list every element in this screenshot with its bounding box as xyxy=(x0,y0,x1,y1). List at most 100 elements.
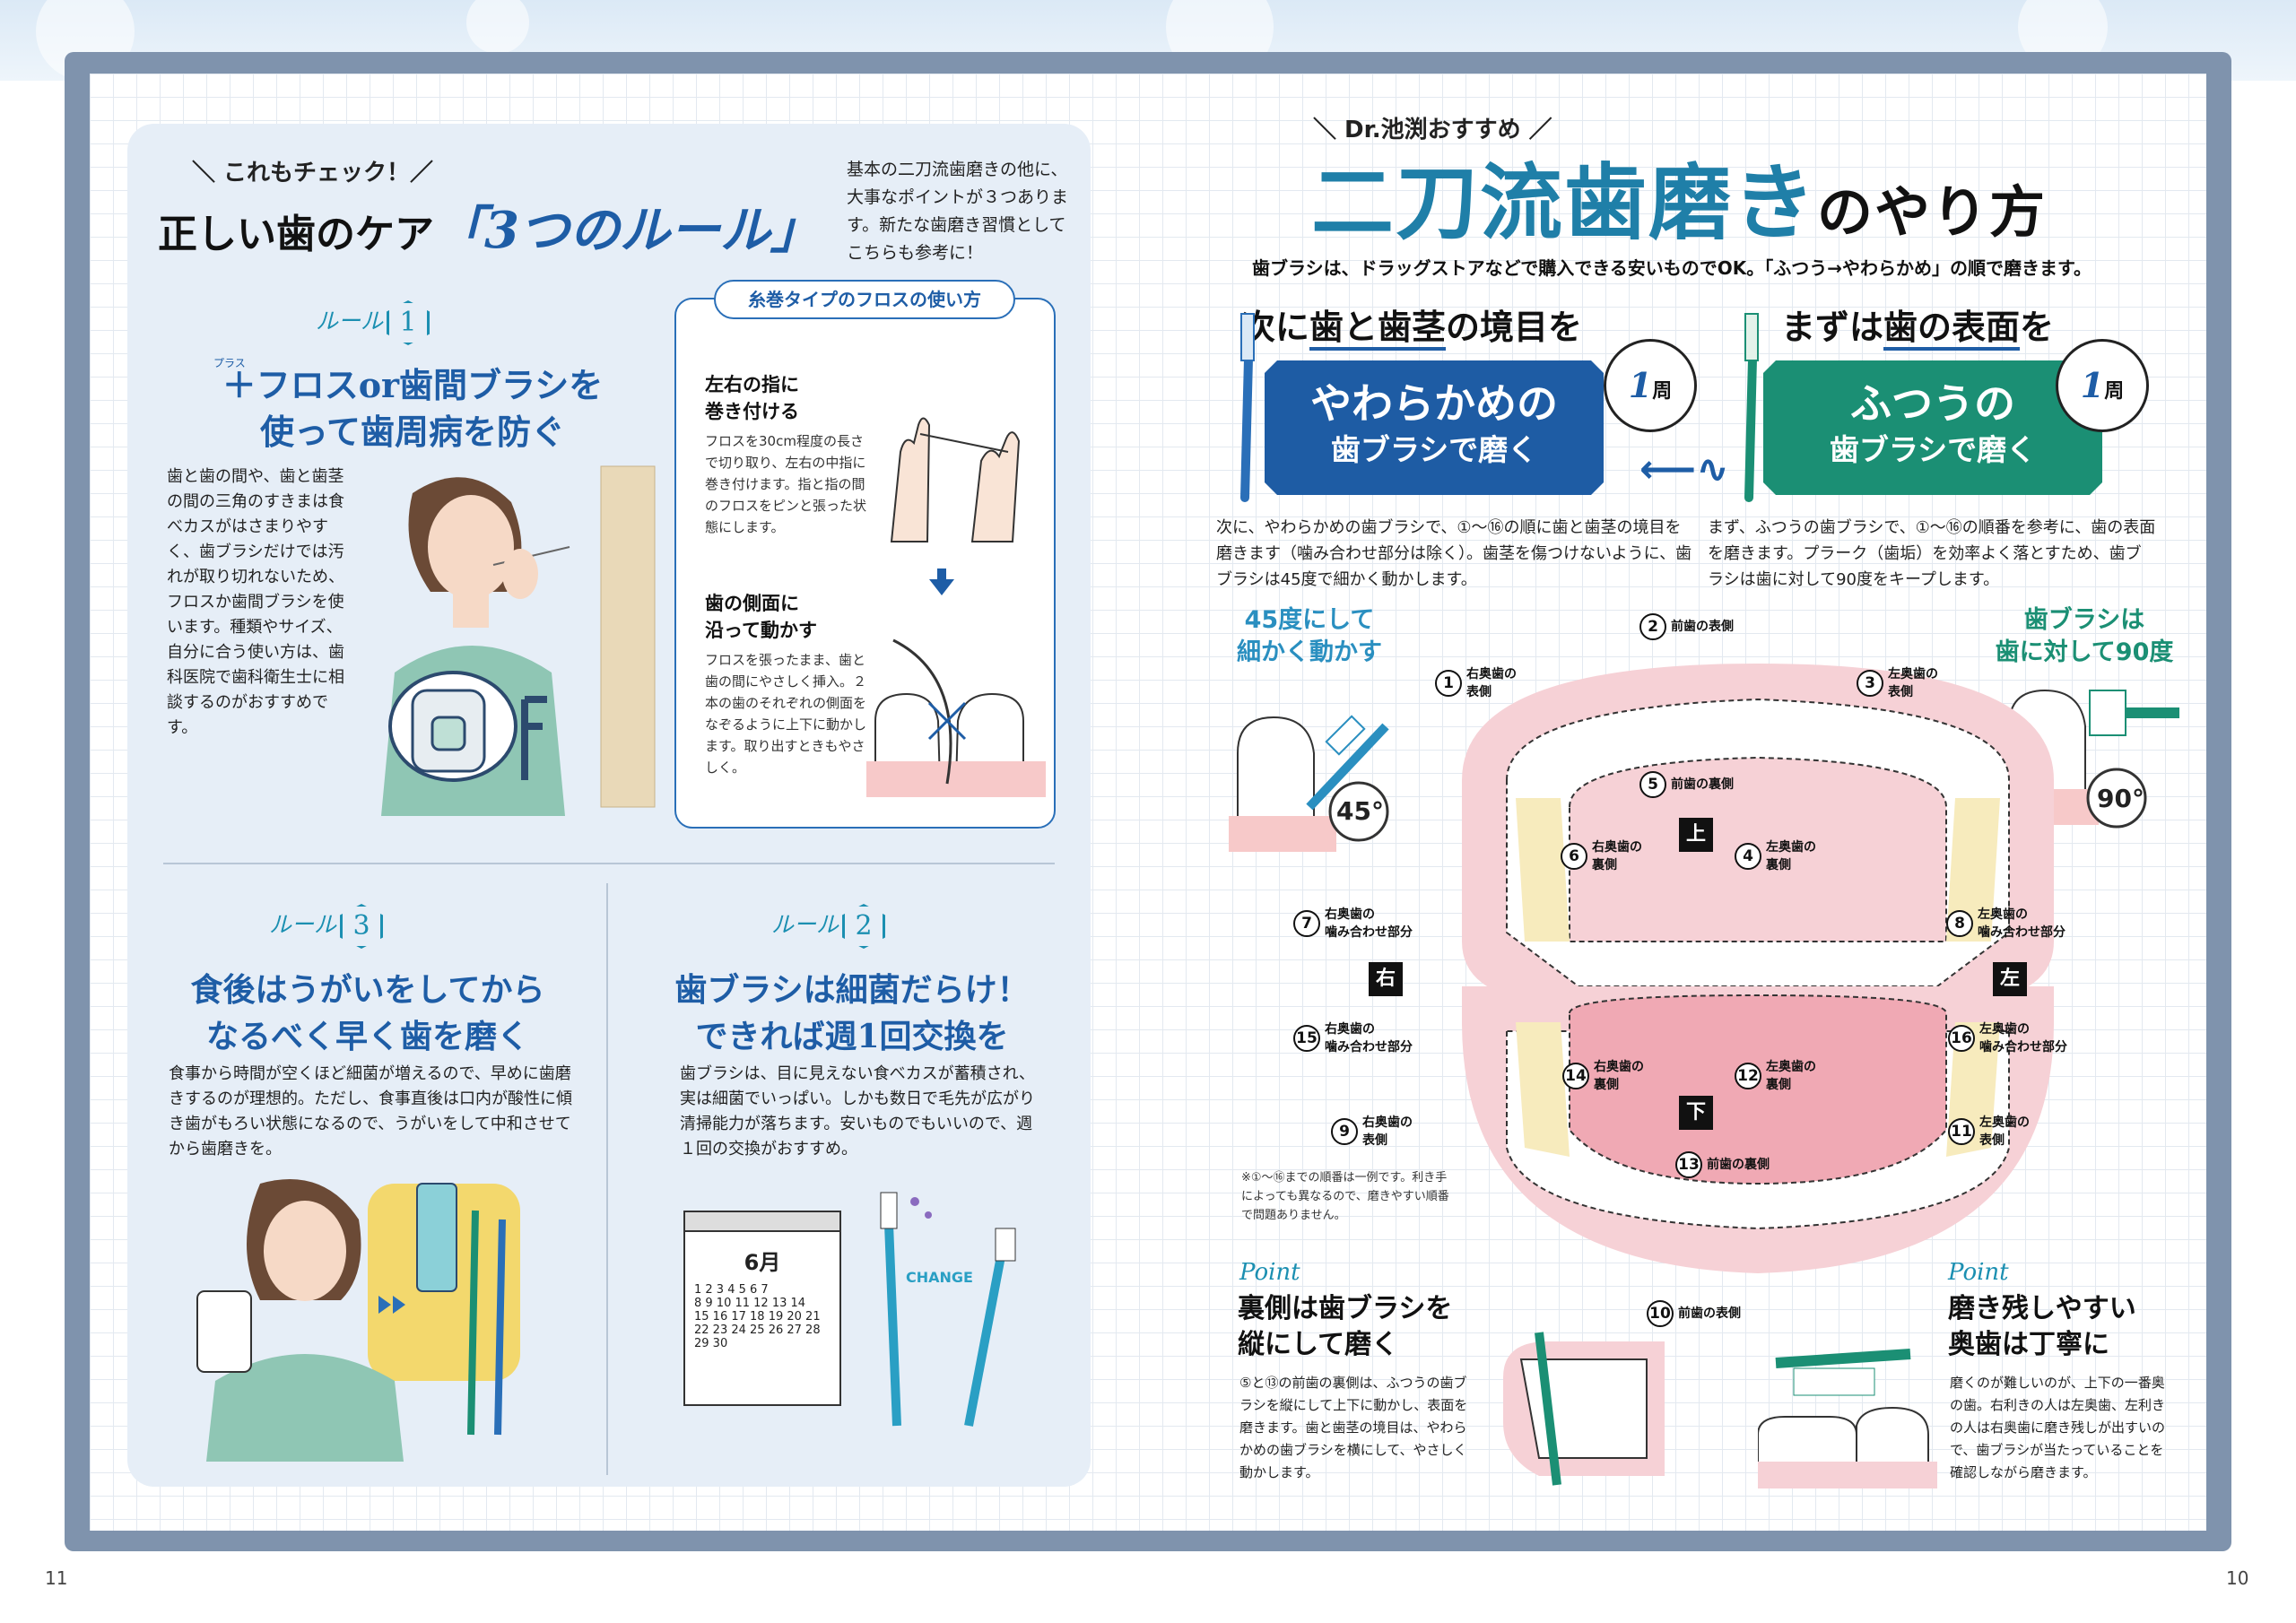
angle90-value: 90° xyxy=(2097,784,2144,813)
step2-body: 次に、やわらかめの歯ブラシで、①〜⑯の順に歯と歯茎の境目を磨きます（噛み合わせ部… xyxy=(1216,518,1692,589)
step1-heading-c: を xyxy=(2020,307,2055,347)
rule2-heading-line1: 歯ブラシは細菌だらけ！ xyxy=(674,971,1030,1009)
left-title: 正しい歯のケア「3つのルール」 xyxy=(158,190,821,263)
lower-jaw-label: 下 xyxy=(1679,1096,1713,1130)
rule1-word: ルール xyxy=(316,308,384,334)
left-side-label: 左 xyxy=(1993,962,2027,996)
angle90-label-l1: 歯ブラシは xyxy=(2023,606,2145,634)
fingers-floss-illustration xyxy=(890,417,1021,542)
step1-body: まず、ふつうの歯ブラシで、①〜⑯の順番を参考に、歯の表面を磨きます。プラーク（歯… xyxy=(1708,518,2156,589)
step1-heading: まずは歯の表面を xyxy=(1781,299,2055,351)
floss-step1-body: フロスを30cm程度の長さで切り取り、左右の中指に巻き付けます。指と指の間のフロ… xyxy=(705,433,867,535)
calendar-row: 1 2 3 4 5 6 7 xyxy=(694,1283,769,1297)
upper-jaw-label: 上 xyxy=(1679,818,1713,852)
floss-step2-body: フロスを張ったまま、歯と歯の間にやさしく挿入。２本の歯のそれぞれの側面をなぞるよ… xyxy=(705,652,867,776)
rule1-heading-line1: ＋フロスor歯間ブラシを xyxy=(222,365,604,405)
calendar-illustration: 6月 1 2 3 4 5 6 7 8 9 10 11 12 13 14 15 1… xyxy=(683,1211,841,1406)
rule3-heading: 食後はうがいをしてから なるべく早く歯を磨く xyxy=(144,967,592,1060)
soft-toothbrush-icon xyxy=(1240,313,1255,502)
rule3-heading-line1: 食後はうがいをしてから xyxy=(190,971,545,1009)
right-title-main: 二刀流歯磨き xyxy=(1311,154,1818,251)
step2-heading-b: 歯と歯茎 xyxy=(1309,307,1447,351)
rule1-heading-line2: 使って歯周病を防ぐ xyxy=(259,412,566,452)
rule2-heading: 歯ブラシは細菌だらけ！ できれば週1回交換を xyxy=(637,967,1067,1060)
rule3-number: 3 xyxy=(340,904,384,949)
left-intro: 基本の二刀流歯磨きの他に、大事なポイントが３つあります。新たな歯磨き習慣としてこ… xyxy=(847,160,1069,263)
calendar-row: 15 16 17 18 19 20 21 xyxy=(694,1310,821,1324)
order-note: ※①〜⑯までの順番は一例です。利き手によっても異なるので、磨きやすい順番で問題あ… xyxy=(1241,1171,1449,1222)
normal-count-bubble: 1周 xyxy=(2056,339,2149,432)
rule2-body: 歯ブラシは、目に見えない食べカスが蓄積され、実は細菌でいっぱい。しかも数日で毛先… xyxy=(680,1064,1035,1159)
rule3-heading-line2: なるべく早く歯を磨く xyxy=(205,1018,529,1055)
left-title-accent: 「3つのルール」 xyxy=(434,201,821,260)
point2-heading: 磨き残しやすい 奥歯は丁寧に xyxy=(1948,1291,2136,1363)
left-eyebrow: ＼ これもチェック！／ xyxy=(192,160,434,187)
floss-down-arrow-icon xyxy=(929,579,954,595)
normal-brush-card-line2: 歯ブラシで磨く xyxy=(1829,432,2037,467)
floss-step1-heading-l1: 左右の指に xyxy=(705,374,799,395)
right-title-small: のやり方 xyxy=(1817,179,2048,245)
right-title: 二刀流歯磨きのやり方 xyxy=(1311,136,2047,256)
rule2-word: ルール xyxy=(771,911,839,938)
floss-step2-heading: 歯の側面に 沿って動かす xyxy=(705,590,817,644)
rule1-ruby: プラス xyxy=(213,357,246,369)
point2-heading-l1: 磨き残しやすい xyxy=(1948,1293,2136,1324)
floss-step2-heading-l2: 沿って動かす xyxy=(705,620,817,641)
calendar-row: 22 23 24 25 26 27 28 xyxy=(694,1324,821,1337)
right-eyebrow: ＼ Dr.池渕おすすめ ／ xyxy=(1313,117,1552,143)
step1-heading-a: まずは xyxy=(1781,307,1884,347)
point2-body: 磨くのが難しいのが、上下の一番奥の歯。右利きの人は左奥歯、左利きの人は右奥歯に磨… xyxy=(1950,1375,2166,1480)
soft-count-unit: 周 xyxy=(1652,379,1673,403)
back-teeth-brushing-illustration xyxy=(1758,1349,1937,1488)
change-label: CHANGE xyxy=(906,1269,973,1286)
angle45-value: 45° xyxy=(1336,796,1384,826)
step2-heading: 次に歯と歯茎の境目を xyxy=(1241,299,1582,351)
right-side-label: 右 xyxy=(1369,962,1403,996)
floss-step1-heading-l2: 巻き付ける xyxy=(705,401,799,422)
point2-tag: Point xyxy=(1948,1259,2009,1286)
soft-brush-card-line2: 歯ブラシで磨く xyxy=(1330,432,1538,467)
angle45-label-l2: 細かく動かす xyxy=(1237,638,1382,666)
angle90-label: 歯ブラシは 歯に対して90度 xyxy=(1984,604,2185,669)
step1-heading-b: 歯の表面 xyxy=(1883,307,2021,351)
calendar-rings xyxy=(685,1212,839,1232)
floss-step1-heading: 左右の指に 巻き付ける xyxy=(705,371,799,425)
angle45-label-l1: 45度にして xyxy=(1244,606,1375,634)
rule3-word: ルール xyxy=(269,911,337,938)
rule1-heading: ＋フロスor歯間ブラシを 使って歯周病を防ぐ xyxy=(179,362,646,456)
point1-body: ⑤と⑬の前歯の裏側は、ふつうの歯ブラシを縦にして上下に動かし、表面を磨きます。歯… xyxy=(1239,1375,1468,1480)
point1-heading-l2: 縦にして磨く xyxy=(1238,1329,1399,1360)
calendar-row: 8 9 10 11 12 13 14 xyxy=(694,1297,806,1310)
toothbrush-change-illustration: CHANGE xyxy=(880,1192,1016,1427)
inner-brushing-illustration xyxy=(1503,1332,1665,1486)
left-title-main: 正しい歯のケア xyxy=(158,212,434,257)
right-subline: 歯ブラシは、ドラッグストアなどで購入できる安いものでOK。「ふつう→やわらかめ」… xyxy=(1252,257,2092,279)
decor-bubble xyxy=(466,0,529,54)
point2-heading-l2: 奥歯は丁寧に xyxy=(1948,1329,2109,1360)
floss-howto-box: 糸巻タイプのフロスの使い方 左右の指に 巻き付ける フロスを30cm程度の長さで… xyxy=(674,280,1056,829)
angle45-label: 45度にして 細かく動かす xyxy=(1229,604,1390,669)
calendar-row: 29 30 xyxy=(694,1337,728,1350)
soft-brush-card: やわらかめの 歯ブラシで磨く xyxy=(1265,360,1604,495)
normal-brush-card-line1: ふつうの xyxy=(1850,379,2015,428)
woman-flossing-illustration xyxy=(381,465,656,816)
angle90-label-l2: 歯に対して90度 xyxy=(1995,638,2174,666)
rule1-body: 歯と歯の間や、歯と歯茎の間の三角のすきまは食べカスがはさまりやすく、歯ブラシだけ… xyxy=(167,467,344,737)
brush-45-degree-illustration xyxy=(1229,715,1389,852)
soft-count-number: 1 xyxy=(1628,365,1653,405)
